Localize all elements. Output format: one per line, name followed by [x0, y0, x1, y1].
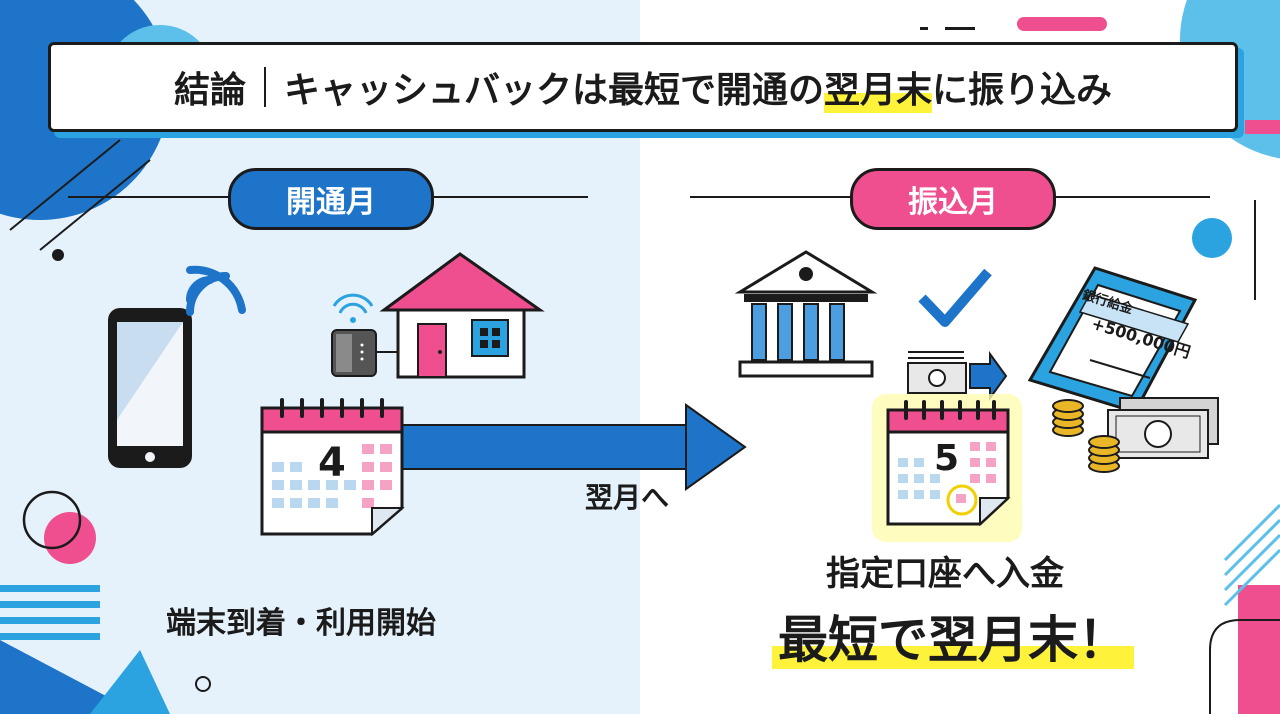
title-prefix: 結論: [173, 70, 246, 111]
deco-dash: [945, 27, 975, 30]
deco-curve: [1209, 619, 1280, 714]
right-section-label: 振込月: [850, 168, 1056, 230]
title-main-before: キャッシュバックは最短で開通の: [283, 70, 824, 111]
deco-line: [39, 159, 151, 251]
arrow-label: 翌月へ: [585, 481, 670, 514]
right-emphasis: 最短で翌月末！: [772, 600, 1134, 672]
deco-pink-bar: [1017, 17, 1107, 31]
cash-icon: [1107, 397, 1219, 459]
left-caption: 端末到着・利用開始: [166, 606, 436, 641]
check-icon: [918, 268, 992, 327]
deco-stripe: [0, 601, 100, 608]
left-section-label: 開通月: [228, 168, 434, 230]
title-separator: [263, 67, 266, 107]
deco-stripe: [0, 617, 100, 624]
deco-dash: [920, 27, 928, 30]
router-icon: [331, 293, 398, 377]
deco-triangle: [90, 650, 170, 714]
deco-dot: [52, 249, 64, 261]
deco-stripe: [0, 633, 100, 640]
right-caption: 指定口座へ入金: [826, 554, 1064, 594]
right-label-line-left: [690, 196, 850, 198]
calendar-april-icon: [260, 398, 405, 537]
deco-pink-bar-right: [1245, 120, 1280, 134]
title-banner: 結論 キャッシュバックは最短で開通の翌月末に振り込み: [48, 42, 1238, 132]
deco-circle-pink: [44, 512, 96, 564]
deco-pink-block: [1238, 585, 1280, 714]
deco-hatch: [1223, 503, 1280, 607]
calendar-may-number: 5: [934, 438, 960, 479]
deco-ring-small: [195, 676, 211, 692]
coins-icon: [1052, 399, 1120, 473]
money-transfer-icon: [907, 350, 1008, 402]
left-label-line-left: [68, 196, 228, 198]
passbook-icon: [1027, 266, 1198, 414]
next-month-arrow: [399, 403, 747, 491]
deco-line: [9, 139, 121, 231]
calendar-april-number: 4: [318, 440, 346, 486]
calendar-may-icon: [872, 394, 1022, 542]
left-label-line-right: [428, 196, 588, 198]
signal-icon: [186, 265, 246, 316]
deco-circle-blue-right: [1192, 218, 1232, 258]
house-icon: [379, 252, 545, 379]
right-label-line-right: [1050, 196, 1210, 198]
title-main-after: に振り込み: [932, 70, 1113, 111]
right-emphasis-text: 最短で翌月末！: [772, 611, 1134, 669]
deco-stripe: [0, 585, 100, 592]
bank-icon: [734, 250, 878, 378]
title-highlight: 翌月末: [824, 61, 933, 113]
smartphone-icon: [108, 308, 192, 468]
deco-ring: [22, 490, 82, 550]
